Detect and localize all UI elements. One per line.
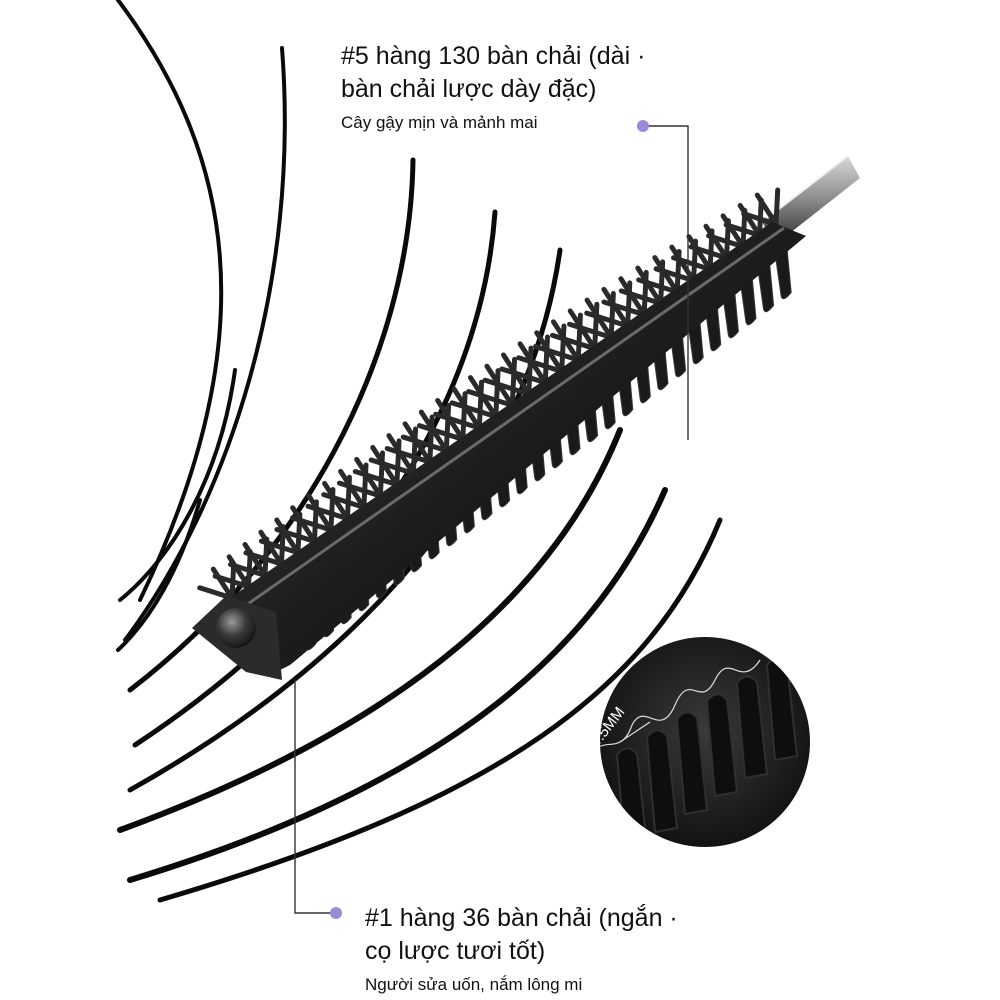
- bristle-rows: [197, 187, 781, 601]
- bristle: [466, 389, 515, 408]
- bristle: [226, 554, 251, 590]
- bristle: [618, 288, 664, 306]
- bristle: [636, 277, 680, 295]
- bristle: [210, 566, 235, 601]
- zoom-teeth: [615, 657, 799, 847]
- bottom-callout: #1 hàng 36 bàn chải (ngắn · cọ lược tươi…: [365, 902, 678, 998]
- bristle: [723, 222, 763, 238]
- bristle: [533, 344, 581, 363]
- zoom-tooth: [675, 711, 709, 816]
- top-callout-title-line2: bàn chải lược dày đặc): [341, 75, 597, 103]
- bristle: [499, 366, 548, 386]
- zoom-tooth: [705, 693, 739, 798]
- top-callout-subtitle: Cây gậy mịn và mảnh mai: [341, 113, 538, 132]
- bristle: [243, 550, 284, 567]
- zoom-tooth-outline: [600, 659, 761, 761]
- bristle: [336, 480, 383, 499]
- bristle: [584, 310, 631, 329]
- bristle: [368, 457, 416, 476]
- bristle: [671, 255, 713, 272]
- bristle: [352, 469, 400, 488]
- bristle: [703, 223, 730, 261]
- bristle: [773, 187, 781, 227]
- comb-tooth: [739, 274, 757, 326]
- top-callout-title-line1: #5 hàng 130 bàn chải (dài ·: [341, 42, 646, 70]
- bristle: [228, 561, 268, 578]
- comb-tooth: [757, 262, 775, 313]
- bristle: [686, 234, 713, 272]
- bristle: [652, 255, 680, 295]
- bristle: [737, 202, 763, 238]
- bristle: [720, 213, 746, 250]
- lash-curve: [127, 487, 668, 883]
- bristle: [482, 377, 532, 397]
- bottom-callout-dot: [330, 907, 342, 919]
- lash-curve: [116, 0, 224, 602]
- zoom-tooth: [735, 675, 769, 780]
- bristle: [258, 538, 301, 556]
- bristle: [741, 211, 779, 227]
- bristle: [306, 493, 334, 533]
- bottom-callout-title-line1: #1 hàng 36 bàn chải (ngắn ·: [365, 904, 678, 932]
- bristle: [754, 192, 779, 227]
- lash-curve: [117, 427, 623, 833]
- bristle: [258, 529, 284, 567]
- bottom-callout-subtitle: Người sửa uốn, nắm lông mi: [365, 975, 583, 994]
- bristle: [433, 411, 482, 431]
- lash-curve: [157, 517, 723, 903]
- bristle: [706, 233, 746, 250]
- zoom-tooth: [645, 729, 679, 834]
- bristle: [601, 299, 647, 318]
- top-callout-dot: [637, 120, 649, 132]
- top-leader-line: [643, 125, 689, 440]
- zoom-inset: 0.5MM: [587, 637, 810, 847]
- comb-tooth: [774, 249, 792, 300]
- bristle: [669, 244, 697, 284]
- bristle: [305, 503, 350, 522]
- measurement-bracket: [619, 721, 651, 743]
- bristle: [384, 446, 433, 465]
- bristle: [242, 542, 268, 578]
- bottom-callout-title-line2: cọ lược tươi tốt): [365, 937, 546, 965]
- leader-lines: [294, 125, 689, 914]
- bristle: [400, 434, 449, 454]
- bristle: [567, 321, 614, 340]
- bristle: [321, 492, 367, 510]
- brush-spine: [222, 222, 806, 676]
- bristle: [688, 244, 730, 261]
- bristle: [212, 573, 251, 590]
- lash-curve: [123, 46, 287, 642]
- bristle: [516, 355, 565, 374]
- brush-tip: [192, 596, 282, 680]
- bristle: [416, 423, 466, 442]
- bristle: [449, 400, 499, 420]
- bristle: [549, 332, 598, 352]
- lash-curve: [116, 498, 202, 652]
- bristle: [290, 505, 317, 544]
- bristle: [274, 517, 301, 556]
- bristle: [274, 526, 317, 544]
- bottom-leader-line: [294, 680, 336, 914]
- bristle: [289, 515, 334, 533]
- top-callout: #5 hàng 130 bàn chải (dài · bàn chải lượ…: [341, 40, 645, 136]
- lash-curve: [118, 368, 237, 602]
